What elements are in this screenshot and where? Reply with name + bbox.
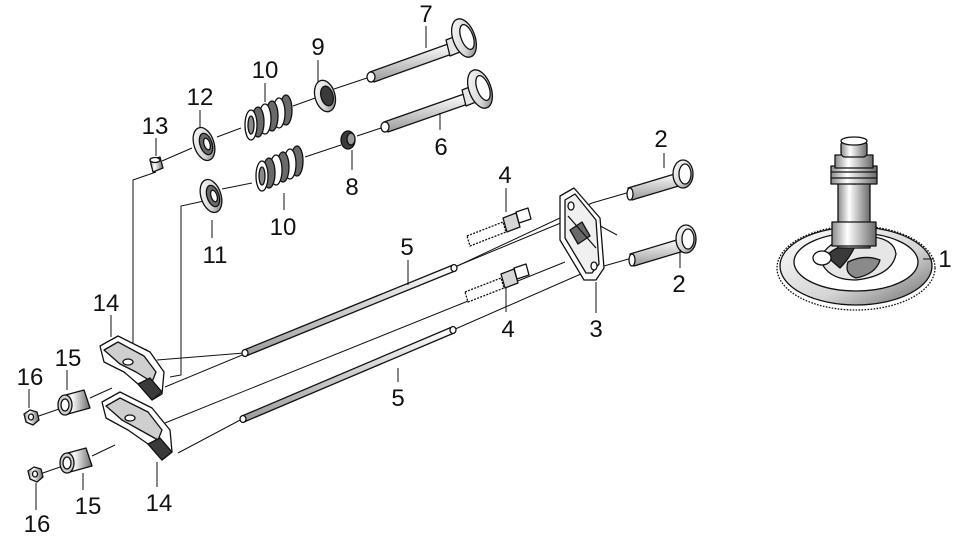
callout-16-lower: 16 [24,511,51,538]
callout-14-lower: 14 [146,490,173,517]
nut-part-16-lower [27,466,44,483]
spring-retainer-part-12 [192,126,216,162]
rocker-stud-part-4-lower [464,263,530,303]
callout-leaders [28,26,934,510]
push-rod-part-5-lower [239,325,457,424]
callout-5-upper: 5 [400,234,413,261]
callout-11: 11 [203,242,228,269]
callout-13: 13 [142,113,169,140]
rocker-arm-part-14-lower [101,391,173,461]
guide-plate-part-3 [559,187,605,281]
callout-4-upper: 4 [498,162,511,189]
callout-15-upper: 15 [55,345,82,372]
pivot-bushing-part-15-lower [59,447,93,474]
callout-6: 6 [434,134,447,161]
intake-valve-part-6 [380,69,494,133]
callout-16-upper: 16 [17,364,44,391]
callout-8: 8 [345,174,358,201]
callout-9: 9 [311,34,324,61]
nut-part-16-upper [23,409,40,426]
callout-10-upper: 10 [252,57,279,84]
push-rod-part-5-upper [241,263,458,358]
exhaust-valve-part-7 [366,18,478,83]
spring-retainer-part-11 [199,178,223,214]
callout-labels: 1 2 2 3 4 4 5 5 6 7 8 9 10 10 11 12 13 1… [17,1,952,538]
callout-10-lower: 10 [270,214,297,241]
pivot-bushing-part-15-upper [57,389,91,416]
callout-2-upper: 2 [654,126,667,153]
callout-7: 7 [419,1,432,28]
rocker-stud-part-4-upper [466,207,532,247]
callout-14-upper: 14 [93,290,120,317]
spring-retainer-part-9 [313,79,337,113]
tappet-part-2-upper [626,159,694,201]
rocker-arm-part-14-upper [99,335,165,401]
callout-5-lower: 5 [391,385,404,412]
valve-cap-part-13 [149,156,164,173]
callout-3: 3 [589,316,602,343]
callout-4-lower: 4 [501,316,514,343]
valve-spring-part-10-lower [255,145,304,192]
tappet-part-2-lower [628,224,697,267]
callout-12: 12 [187,84,214,111]
callout-2-lower: 2 [672,271,685,298]
camshaft-gear-part-1 [776,136,936,311]
valve-spring-part-10-upper [244,94,293,141]
valve-stem-seal-part-8 [340,130,356,150]
callout-1: 1 [938,246,951,273]
callout-15-lower: 15 [75,493,102,520]
